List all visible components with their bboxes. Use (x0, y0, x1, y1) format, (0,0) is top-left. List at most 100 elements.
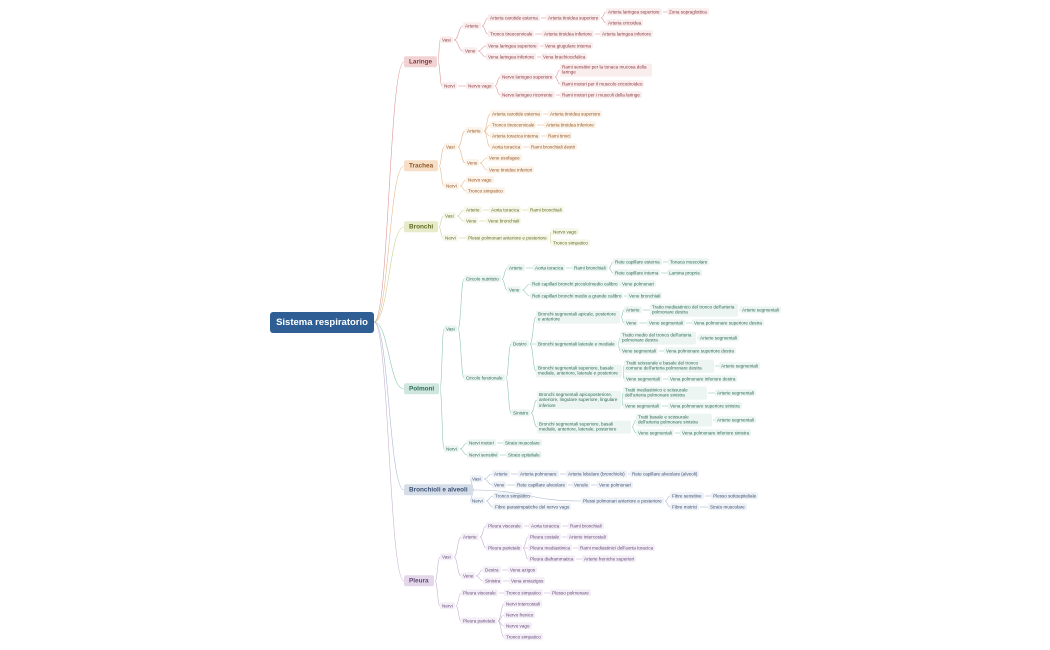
node-pleura-parietale[interactable]: Pleura parietale (486, 544, 523, 552)
node-nervo-laringeo-superiore[interactable]: Nervo laringeo superiore (500, 73, 555, 81)
node-arterie-freniche-superiori[interactable]: Arterie freniche superiori (582, 555, 637, 563)
node-vene[interactable]: Vene (492, 481, 507, 489)
node-tratti-mediastinico-e-scissurale-dell-arteria-polmonare-sinistra[interactable]: Tratti mediastinico e scissurale dell'ar… (623, 386, 707, 400)
node-vena-polmonare-superiore-destra[interactable]: Vena polmonare superiore destra (664, 347, 736, 355)
node-nervo-vago[interactable]: Nervo vago (466, 176, 494, 184)
node-arterie-segmentali[interactable]: Arterie segmentali (715, 389, 757, 397)
node-vene[interactable]: Vene (507, 286, 522, 294)
node-pleura-mediastinica[interactable]: Pleura mediastinica (528, 544, 573, 552)
node-strato-epiteliale[interactable]: Strato epiteliale (506, 451, 542, 459)
node-vene-polmonari[interactable]: Vene polmonari (620, 280, 656, 288)
branch-bronchi[interactable]: Bronchi (404, 221, 439, 233)
node-vasi[interactable]: Vasi (444, 325, 457, 333)
node-vene-tiroidee-inferiori[interactable]: Vene tiroidee inferiori (487, 166, 535, 174)
node-rami-timici[interactable]: Rami timici (546, 132, 573, 140)
node-arteria-lobulare-bronchiolo[interactable]: Arteria lobulare (bronchiolo) (566, 470, 627, 478)
node-fibre-motrici[interactable]: Fibre motrici (670, 503, 700, 511)
node-rami-bronchiali-destri[interactable]: Rami bronchiali destri (529, 143, 578, 151)
node-rami-sensitivi-per-la-tonaca-mucosa-della-laringe[interactable]: Rami sensitivi per la tonaca mucosa dell… (560, 63, 652, 77)
node-vena-polmonare-superiore-sinistra[interactable]: Vena polmonare superiore sinistra (668, 402, 742, 410)
node-nervi[interactable]: Nervi (440, 602, 455, 610)
node-tronco-tireocervicale[interactable]: Tronco tireocervicale (488, 30, 535, 38)
node-pleura-viscerale[interactable]: Pleura viscerale (486, 522, 523, 530)
node-vena-laringea-inferiore[interactable]: Vena laringea inferiore (486, 53, 536, 61)
node-vene[interactable]: Vene (465, 159, 480, 167)
node-vena-polmonare-superiore-destra[interactable]: Vena polmonare superiore destra (692, 319, 764, 327)
node-vene-segmentali[interactable]: Vene segmentali (647, 319, 685, 327)
node-reti-capillari-bronchi-medio-a-grande-calibro[interactable]: Reti capillari bronchi medio a grande ca… (530, 292, 624, 300)
node-rete-capillare-esterna[interactable]: Rete capillare esterna (613, 258, 662, 266)
node-nervi[interactable]: Nervi (444, 445, 459, 453)
root-node[interactable]: Sistema respiratorio (270, 312, 374, 333)
node-arterie[interactable]: Arterie (507, 264, 525, 272)
node-arteria-tiroidea-superiore[interactable]: Arteria tiroidea superiore (546, 14, 601, 22)
node-destro[interactable]: Destro (511, 340, 529, 348)
node-arteria-tiroidea-inferiore[interactable]: Arteria tiroidea inferiore (544, 121, 596, 129)
node-circolo-nutritizio[interactable]: Circolo nutritizio (464, 275, 501, 283)
node-vena-polmonare-inferiore-destra[interactable]: Vena polmonare inferiore destra (668, 375, 738, 383)
node-tratto-mediastinico-del-tronco-dell-arteria-polmonare-destra[interactable]: Tratto mediastinico del tronco dell'arte… (650, 303, 738, 317)
node-nervi[interactable]: Nervi (443, 234, 458, 242)
node-vene[interactable]: Vene (461, 572, 476, 580)
node-nervi-sensitivi[interactable]: Nervi sensitivi (467, 451, 500, 459)
node-rete-capillare-interna[interactable]: Rete capillare interna (613, 269, 661, 277)
node-vasi[interactable]: Vasi (444, 143, 457, 151)
node-rami-bronchiali[interactable]: Rami bronchiali (528, 206, 564, 214)
node-arterie[interactable]: Arterie (624, 306, 642, 314)
node-arterie-segmentali[interactable]: Arterie segmentali (740, 306, 782, 314)
node-arteria-tiroidea-inferiore[interactable]: Arteria tiroidea inferiore (542, 30, 594, 38)
node-tronco-simpatico[interactable]: Tronco simpatico (551, 239, 590, 247)
node-arteria-polmonare[interactable]: Arteria polmonare (518, 470, 559, 478)
node-rami-bronchiali[interactable]: Rami bronchiali (572, 264, 608, 272)
node-arterie[interactable]: Arterie (492, 470, 510, 478)
node-vene[interactable]: Vene (463, 47, 478, 55)
node-venule[interactable]: Venule (572, 481, 591, 489)
node-tronco-simpatico[interactable]: Tronco simpatico (504, 589, 543, 597)
node-vasi[interactable]: Vasi (440, 553, 453, 561)
node-plesso-sottoepiteliale[interactable]: Plesso sottoepiteliale (711, 492, 759, 500)
node-rami-motori-per-il-muscolo-cricotiroideo[interactable]: Rami motori per il muscolo cricotiroideo (560, 80, 645, 88)
node-vena-giugulare-interna[interactable]: Vena giugulare interna (543, 42, 593, 50)
branch-laringe[interactable]: Laringe (404, 56, 438, 68)
node-vene[interactable]: Vene (624, 319, 639, 327)
node-nervi-motori[interactable]: Nervi motori (467, 439, 496, 447)
node-tratti-scissurale-e-basale-del-tronco-comune-dell-arteria-polmonare-destra[interactable]: Tratti scissurale e basale del tronco co… (624, 359, 714, 373)
node-arteria-toracica-interna[interactable]: Arteria toracica interna (490, 132, 541, 140)
node-rete-capillare-alveolare-alveoli[interactable]: Rete capillare alveolare (alveoli) (630, 470, 700, 478)
node-nervi[interactable]: Nervi (442, 82, 457, 90)
node-tronco-simpatico[interactable]: Tronco simpatico (466, 187, 505, 195)
branch-bronchioli-e-alveoli[interactable]: Bronchioli e alveoli (404, 484, 473, 496)
node-arteria-carotide-esterna[interactable]: Arteria carotide esterna (490, 110, 542, 118)
node-aorta-toracica[interactable]: Aorta toracica (529, 522, 562, 530)
node-arteria-laringea-inferiore[interactable]: Arteria laringea inferiore (600, 30, 654, 38)
node-vena-brachiocefalica[interactable]: Vena brachiocefalica (541, 53, 588, 61)
node-strato-muscolare[interactable]: Strato muscolare (708, 503, 747, 511)
node-tronco-tireocervicale[interactable]: Tronco tireocervicale (490, 121, 537, 129)
node-nervi-intercostali[interactable]: Nervi intercostali (504, 600, 542, 608)
node-bronchi-segmentali-superiore-basale-mediale-anteriore-laterale-e-posteriore[interactable]: Bronchi segmentali superiore, basale med… (536, 364, 622, 378)
branch-trachea[interactable]: Trachea (404, 160, 439, 172)
node-rami-bronchiali[interactable]: Rami bronchiali (568, 522, 604, 530)
node-vene-segmentali[interactable]: Vene segmentali (636, 429, 674, 437)
node-nervi[interactable]: Nervi (444, 182, 459, 190)
node-destra[interactable]: Destra (483, 566, 501, 574)
node-tratto-medio-del-tronco-dell-arteria-polmonare-destra[interactable]: Tratto medio del tronco dell'arteria pol… (620, 331, 696, 345)
node-pleura-parietale[interactable]: Pleura parietale (461, 617, 498, 625)
node-vena-emiazigos[interactable]: Vena emiazigos (509, 577, 546, 585)
node-aorta-toracica[interactable]: Aorta toracica (533, 264, 566, 272)
node-sinistro[interactable]: Sinistro (511, 409, 531, 417)
node-pleura-costale[interactable]: Pleura costale (528, 533, 562, 541)
node-plessi-polmonari-anteriore-e-posteriore[interactable]: Plessi polmonari anteriore e posteriore (581, 497, 664, 505)
node-arteria-carotide-esterna[interactable]: Arteria carotide esterna (488, 14, 540, 22)
node-rete-capillare-alveolare[interactable]: Rete capillare alveolare (515, 481, 568, 489)
node-vena-azigos[interactable]: Vena azigos (508, 566, 538, 574)
node-arteria-laringea-superiore[interactable]: Arteria laringea superiore (606, 8, 662, 16)
node-tonaca-muscolare[interactable]: Tonaca muscolare (668, 258, 710, 266)
node-plessi-polmonari-anteriore-e-posteriore[interactable]: Plessi polmonari anteriore e posteriore (466, 234, 549, 242)
node-arterie[interactable]: Arterie (465, 127, 483, 135)
branch-pleura[interactable]: Pleura (404, 575, 434, 587)
node-vasi[interactable]: Vasi (470, 475, 483, 483)
node-reti-capillari-bronchi-piccolo-medio-calibro[interactable]: Reti capillari bronchi piccolo/medio cal… (530, 280, 620, 288)
node-nervo-vago[interactable]: Nervo vago (504, 622, 532, 630)
node-vena-polmonare-inferiore-sinistra[interactable]: Vena polmonare inferiore sinistra (680, 429, 752, 437)
